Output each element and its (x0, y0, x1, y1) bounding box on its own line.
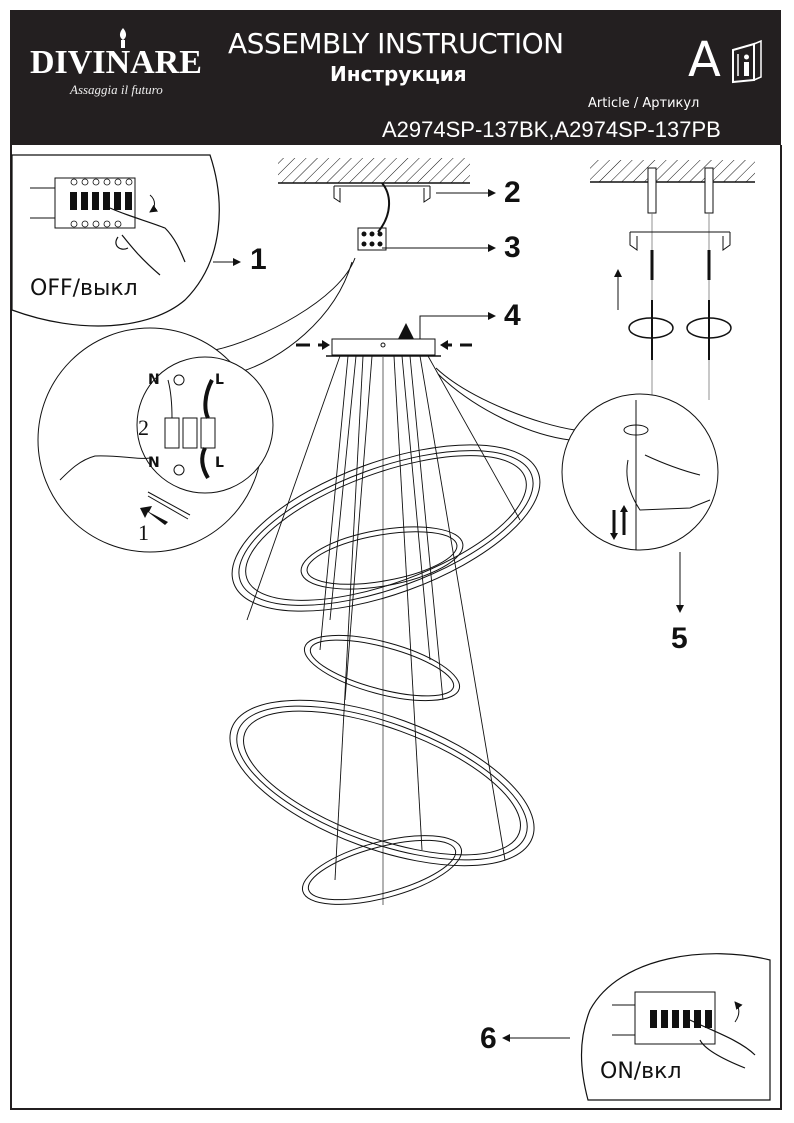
badge-letter: A (688, 32, 721, 88)
up-down-arrows-icon (612, 510, 626, 535)
header-banner: DIVINARE Assaggia il futuro ASSEMBLY INS… (10, 10, 781, 145)
wiring-callout (37, 257, 356, 553)
title-russian: Инструкция (330, 62, 467, 86)
breaker-on-callout (580, 953, 771, 1101)
breaker-panel-icon (612, 991, 743, 1045)
canopy-diagram (296, 312, 496, 357)
breaker-panel-icon (30, 177, 159, 229)
on-label: ON/вкл (600, 1059, 682, 1084)
content-frame (10, 145, 782, 1110)
hand-icon (626, 454, 711, 511)
led-rings (229, 444, 541, 905)
cable-adjust-callout (435, 367, 719, 551)
step-number-6: 6 (480, 1022, 497, 1055)
hand-icon (689, 1019, 756, 1069)
article-codes: A2974SP-137BK,A2974SP-137PB (382, 117, 721, 142)
hand-icon (109, 207, 186, 276)
rotate-arrow-icon (628, 317, 732, 339)
sub-step-1-label: 1 (138, 520, 149, 545)
wire-neutral-top: N (148, 372, 160, 388)
suspension-cables (246, 355, 521, 905)
breaker-off-callout (11, 154, 220, 327)
step-number-3: 3 (504, 231, 521, 264)
brand-logo: DIVINARE Assaggia il futuro (20, 28, 220, 100)
article-label: Article / Артикул (588, 96, 700, 111)
brand-tagline: Assaggia il futuro (70, 82, 163, 97)
wire-live-top: L (215, 372, 224, 388)
sub-step-2-label: 2 (138, 415, 149, 440)
terminal-block-icon (164, 374, 216, 480)
candle-flame-icon (119, 28, 127, 48)
brand-name: DIVINARE (30, 44, 202, 81)
ceiling-bracket-diagram (278, 158, 470, 251)
step-number-4: 4 (504, 299, 521, 332)
wire-live-bottom: L (215, 455, 224, 471)
step-number-2: 2 (504, 176, 521, 209)
title-english: ASSEMBLY INSTRUCTION (228, 27, 564, 60)
step-number-1: 1 (250, 243, 267, 276)
wire-neutral-bottom: N (148, 455, 160, 471)
off-label: OFF/выкл (30, 276, 138, 301)
bracket-mounting-diagram (590, 160, 755, 400)
step-number-5: 5 (671, 622, 688, 655)
push-arrow-icon (140, 506, 168, 525)
info-book-icon (732, 39, 762, 84)
